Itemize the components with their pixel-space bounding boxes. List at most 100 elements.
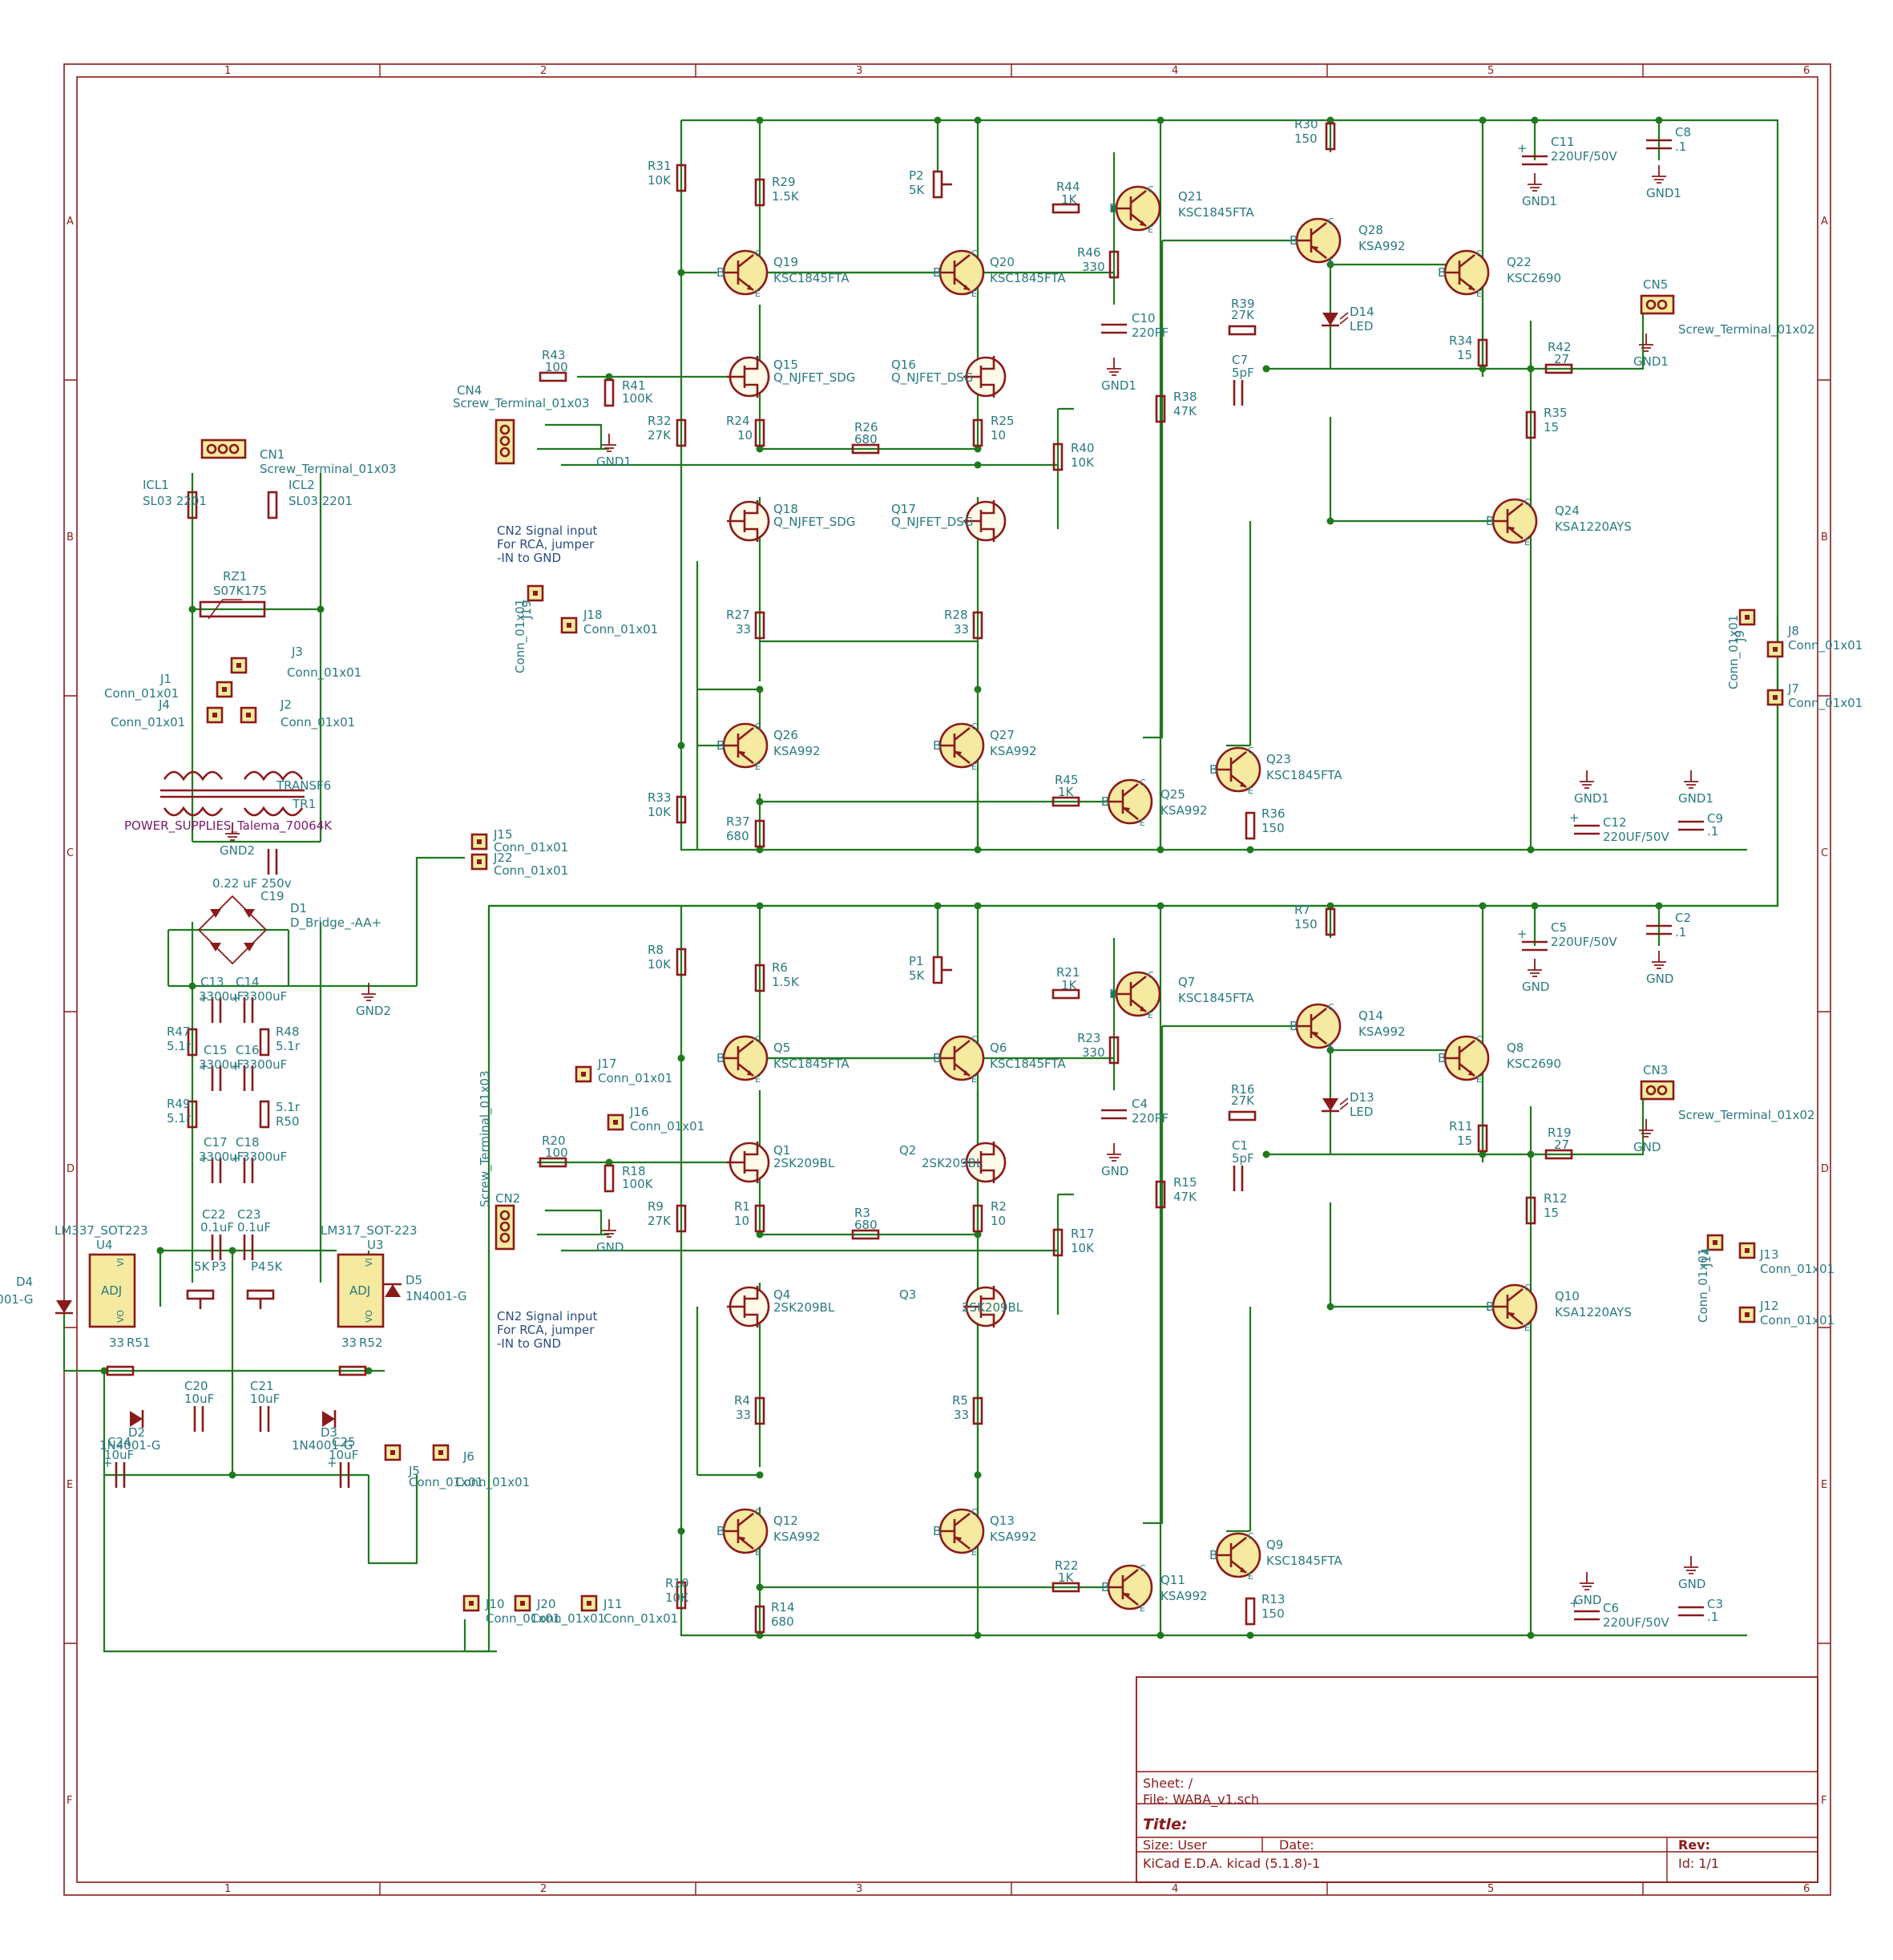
q16-value: Q_NJFET_DSG [891, 370, 973, 386]
resistor-body [754, 1605, 765, 1634]
ground-label: GND [1574, 1593, 1601, 1607]
pin-b-label: B [1109, 201, 1117, 216]
ground-label: GND2 [356, 1004, 391, 1018]
ground-symbol-12: GND [1646, 951, 1673, 986]
component-r19 [1544, 1149, 1573, 1160]
d13-value: LED [1350, 1105, 1373, 1119]
c1-value: 5pF [1232, 1151, 1254, 1166]
ground-icon [1684, 770, 1698, 789]
component-r18 [603, 1164, 615, 1193]
q13-ref: Q13 [990, 1513, 1015, 1528]
j15-value: Conn_01x01 [494, 840, 568, 855]
wire-lower-driver [765, 938, 1645, 1635]
connector-pin [587, 1601, 591, 1606]
resistor-body [1544, 1149, 1573, 1160]
capacitor-plates [211, 1158, 222, 1183]
transistor-leads [1108, 782, 1139, 821]
component-r37 [754, 819, 765, 848]
ground-symbol-13: GND [1633, 1119, 1661, 1154]
component-q7: BCE [1109, 970, 1161, 1020]
pin-e-label: E [1140, 818, 1145, 828]
pin-vo-label: VO [115, 1310, 126, 1323]
r7-ref: R7 [1294, 903, 1310, 917]
transistor-leads [1116, 189, 1147, 228]
q8-ref: Q8 [1507, 1041, 1524, 1055]
pin-c-label: C [1476, 1034, 1483, 1045]
component-c24: + [103, 1456, 126, 1488]
r12-ref: R12 [1544, 1191, 1568, 1206]
component-r23 [1108, 1036, 1120, 1065]
r5-ref: R5 [952, 1393, 968, 1408]
transistor-leads [1108, 1568, 1139, 1606]
resistor-body [1051, 203, 1080, 214]
j22-value: Conn_01x01 [494, 863, 568, 879]
pin-c-label: C [971, 721, 978, 732]
capacitor-plates [193, 1406, 204, 1432]
ground-icon [1528, 959, 1542, 977]
component-c8 [1646, 139, 1672, 150]
component-q2 [963, 1142, 1007, 1183]
c24-value: 10uF [104, 1448, 134, 1462]
transistor-leads [1296, 1007, 1327, 1045]
component-r42 [1544, 363, 1573, 374]
pin-e-label: E [971, 762, 977, 772]
grid-row-right-B: B [1821, 531, 1828, 544]
connector-pin [438, 1450, 443, 1455]
grid-col-bottom-4: 4 [1172, 1883, 1178, 1895]
component-r25 [972, 418, 983, 447]
r1-value: 10 [734, 1214, 749, 1228]
ground-label: GND1 [1633, 354, 1669, 369]
q16-ref: Q16 [891, 358, 916, 372]
bridge-diode-icon [210, 909, 221, 918]
r38-ref: R38 [1173, 390, 1197, 404]
q15-value: Q_NJFET_SDG [773, 370, 855, 386]
pin-e-label: E [755, 289, 761, 299]
c13-ref: C13 [200, 975, 224, 989]
pin-b-label: B [933, 738, 941, 753]
npn-arrow-icon [1240, 782, 1246, 787]
connector-pin [1745, 1312, 1750, 1317]
resistor-body [187, 1028, 198, 1057]
terminal-screw-icon [1645, 299, 1657, 310]
pnp-arrow-icon [1124, 807, 1130, 813]
component-j10 [462, 1594, 480, 1612]
pin-e-label: E [1476, 1074, 1482, 1085]
terminal-screw-icon [499, 447, 511, 458]
grid-row-left-A: A [67, 216, 74, 228]
diode-icon [130, 1411, 143, 1427]
d4-ref: D4 [16, 1275, 33, 1289]
connector-pin [1745, 1248, 1750, 1253]
resistor-body [187, 1100, 198, 1129]
component-j17 [575, 1065, 592, 1083]
r46-ref: R46 [1077, 245, 1101, 260]
q4-value: 2SK209BL [773, 1300, 835, 1315]
component-cn3 [1640, 1080, 1675, 1101]
component-r46 [1108, 250, 1120, 279]
transistor-leads [723, 1039, 754, 1077]
pin-b-label: B [1486, 1299, 1494, 1314]
wire-lower-rails [489, 617, 1779, 1637]
resistor-body [1525, 410, 1536, 439]
r16-value: 27K [1231, 1093, 1255, 1108]
ground-symbol-5: GND1 [1574, 770, 1609, 806]
q21-value: KSC1845FTA [1178, 205, 1254, 220]
pnp-arrow-icon [1313, 246, 1318, 252]
pin-e-label: E [1328, 257, 1334, 267]
d14-ref: D14 [1350, 305, 1374, 319]
resistor-body [676, 1204, 687, 1233]
pin-adj-label: ADJ [101, 1283, 122, 1298]
component-r21 [1051, 988, 1080, 1000]
lower-input-note-line-1: CN2 Signal input [497, 1309, 598, 1324]
pin-c-label: C [1140, 778, 1146, 788]
component-c19 [267, 849, 278, 875]
npn-arrow-icon [963, 1070, 970, 1076]
q27-ref: Q27 [990, 728, 1015, 742]
r1-ref: R1 [734, 1199, 750, 1214]
r32-value: 27K [648, 428, 672, 443]
c15-value: 3300uF [199, 1057, 244, 1072]
component-r31 [676, 164, 687, 192]
d13-ref: D13 [1350, 1090, 1374, 1105]
c15-ref: C15 [204, 1043, 228, 1057]
ground-icon [1639, 1119, 1653, 1138]
